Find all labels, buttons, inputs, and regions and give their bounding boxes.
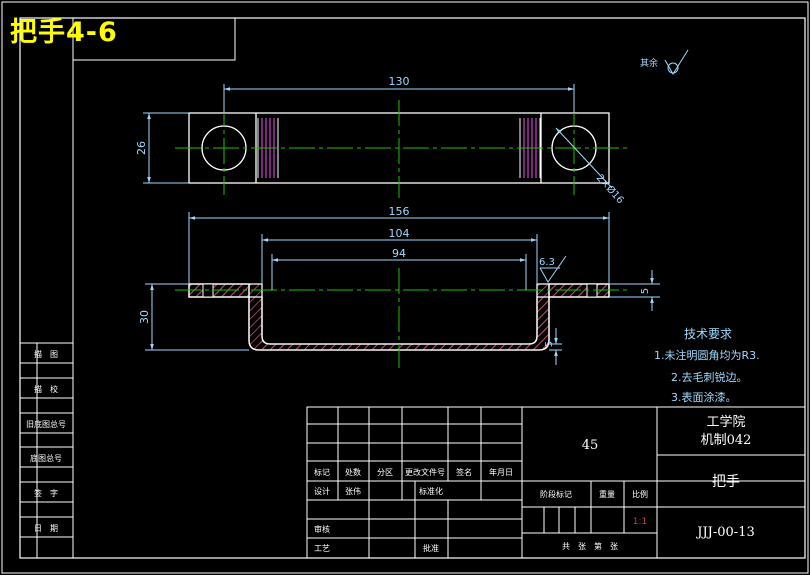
front-view-centerlines [175, 268, 628, 368]
dim-5-flange: 5 [640, 288, 651, 294]
left-label-5: 日 期 [34, 524, 58, 533]
dim-104: 104 [389, 227, 410, 240]
tb-process-label: 工艺 [314, 544, 330, 553]
tech-item-2: 2.去毛刺锐边。 [671, 370, 748, 384]
left-label-1: 描 校 [34, 384, 58, 394]
left-strip [20, 60, 74, 558]
roughness-value: 6.3 [539, 257, 555, 268]
rest-roughness-label: 其余 [640, 57, 658, 69]
tb-part-name: 把手 [712, 474, 740, 490]
tb-header-0: 标记 [314, 467, 330, 477]
tb-scale-value: 1:1 [633, 517, 647, 527]
dim-156: 156 [389, 205, 410, 218]
code-box [72, 17, 236, 61]
tb-header-3: 更改文件号 [405, 467, 445, 477]
dim-5-bottom: 5 [544, 341, 555, 347]
front-view: 156 104 94 30 5 5 6.3 [138, 205, 660, 368]
left-label-3: 底图总号 [30, 453, 62, 463]
dim-26: 26 [135, 141, 148, 155]
left-label-4: 签 字 [34, 488, 58, 498]
tb-approve-label: 批准 [423, 543, 439, 553]
tb-standard-label: 标准化 [419, 486, 443, 496]
tb-design-label: 设计 [314, 486, 330, 496]
tb-scale-label: 比例 [632, 489, 648, 499]
left-label-2: 旧底图总号 [26, 419, 66, 429]
dim-hole-dia: 2×Ø16 [594, 172, 627, 206]
drawing-title: 把手4-6 [10, 17, 118, 48]
tb-weight-label: 重量 [599, 489, 615, 499]
inner-border [19, 17, 806, 559]
tb-header-2: 分区 [377, 468, 393, 477]
dim-94: 94 [392, 247, 406, 260]
dim-130: 130 [389, 75, 410, 88]
left-label-0: 描 图 [34, 349, 58, 359]
tb-sheets: 共 张 第 张 [562, 541, 618, 551]
tb-drawing-no: JJJ-00-13 [695, 525, 755, 540]
roughness-symbol [539, 255, 567, 283]
top-view: 130 26 2×Ø16 [135, 75, 628, 206]
rest-roughness-symbol [664, 49, 689, 75]
tech-item-1: 1.未注明圆角均为R3. [654, 348, 760, 362]
dim-30: 30 [138, 310, 151, 324]
tb-material: 45 [582, 438, 599, 453]
tb-school-2: 机制042 [701, 433, 752, 448]
tb-stage-label: 阶段标记 [540, 489, 572, 499]
tb-school-1: 工学院 [706, 414, 745, 430]
tb-designer: 张伟 [345, 486, 361, 496]
tb-review-label: 审核 [314, 524, 330, 534]
tb-header-1: 处数 [345, 467, 361, 477]
tb-header-4: 签名 [456, 467, 472, 477]
tech-item-3: 3.表面涂漆。 [671, 390, 737, 404]
tb-header-5: 年月日 [489, 467, 513, 477]
tech-heading: 技术要求 [684, 327, 732, 341]
title-block [306, 406, 806, 559]
